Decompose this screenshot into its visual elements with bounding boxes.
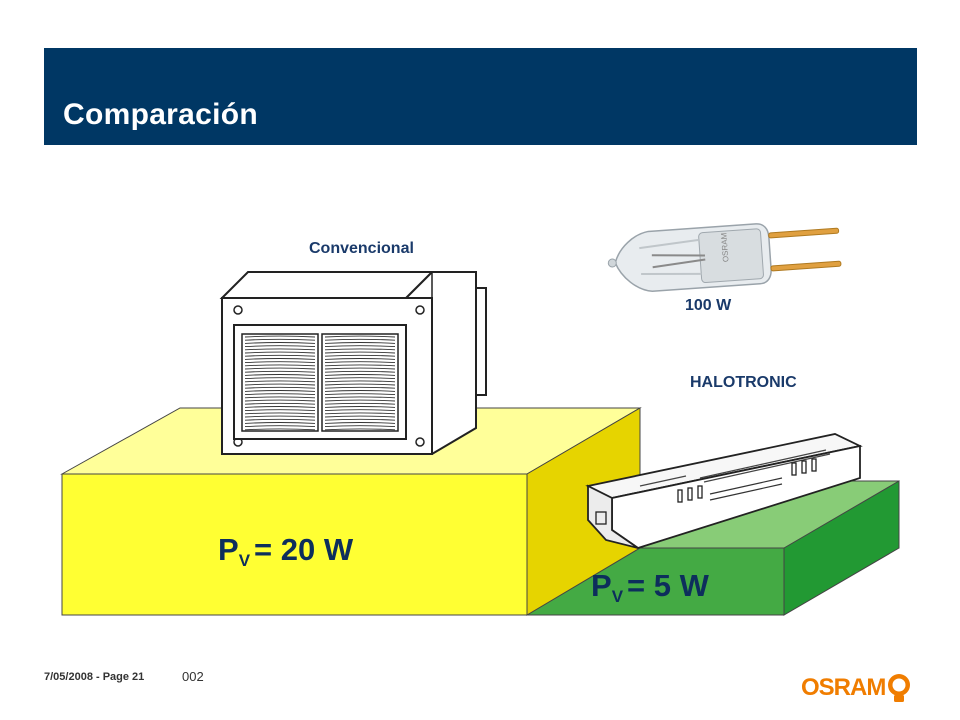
coil-right (321, 333, 399, 432)
svg-text:OSRAM: OSRAM (719, 232, 730, 262)
pv-electronic-value: = 5 W (627, 568, 709, 603)
halotronic-transformer-icon (585, 433, 863, 549)
pv-conventional: PV= 20 W (218, 532, 353, 571)
title-bar: Comparación (44, 48, 917, 145)
osram-logo: OSRAM (801, 671, 913, 705)
pv-conventional-sub: V (238, 551, 251, 570)
slide-title: Comparación (63, 98, 259, 131)
halogen-lamp-icon: OSRAM (607, 223, 842, 293)
conventional-transformer-icon (219, 271, 487, 455)
conventional-label: Convencional (309, 240, 414, 257)
halotronic-label: HALOTRONIC (690, 374, 797, 391)
pv-electronic: PV= 5 W (591, 568, 709, 607)
pv-conventional-value: = 20 W (254, 532, 354, 567)
yellow-block (60, 407, 642, 616)
footer-date-page: 7/05/2008 - Page 21 (44, 671, 145, 683)
pv-conventional-symbol: P (218, 532, 239, 567)
footer-code: 002 (182, 669, 204, 684)
lamp-power-label: 100 W (685, 297, 732, 314)
pv-electronic-sub: V (611, 587, 624, 606)
pv-electronic-symbol: P (591, 568, 612, 603)
coil-left (241, 333, 319, 432)
osram-bulb-icon (888, 674, 911, 702)
osram-wordmark: OSRAM (801, 674, 886, 701)
